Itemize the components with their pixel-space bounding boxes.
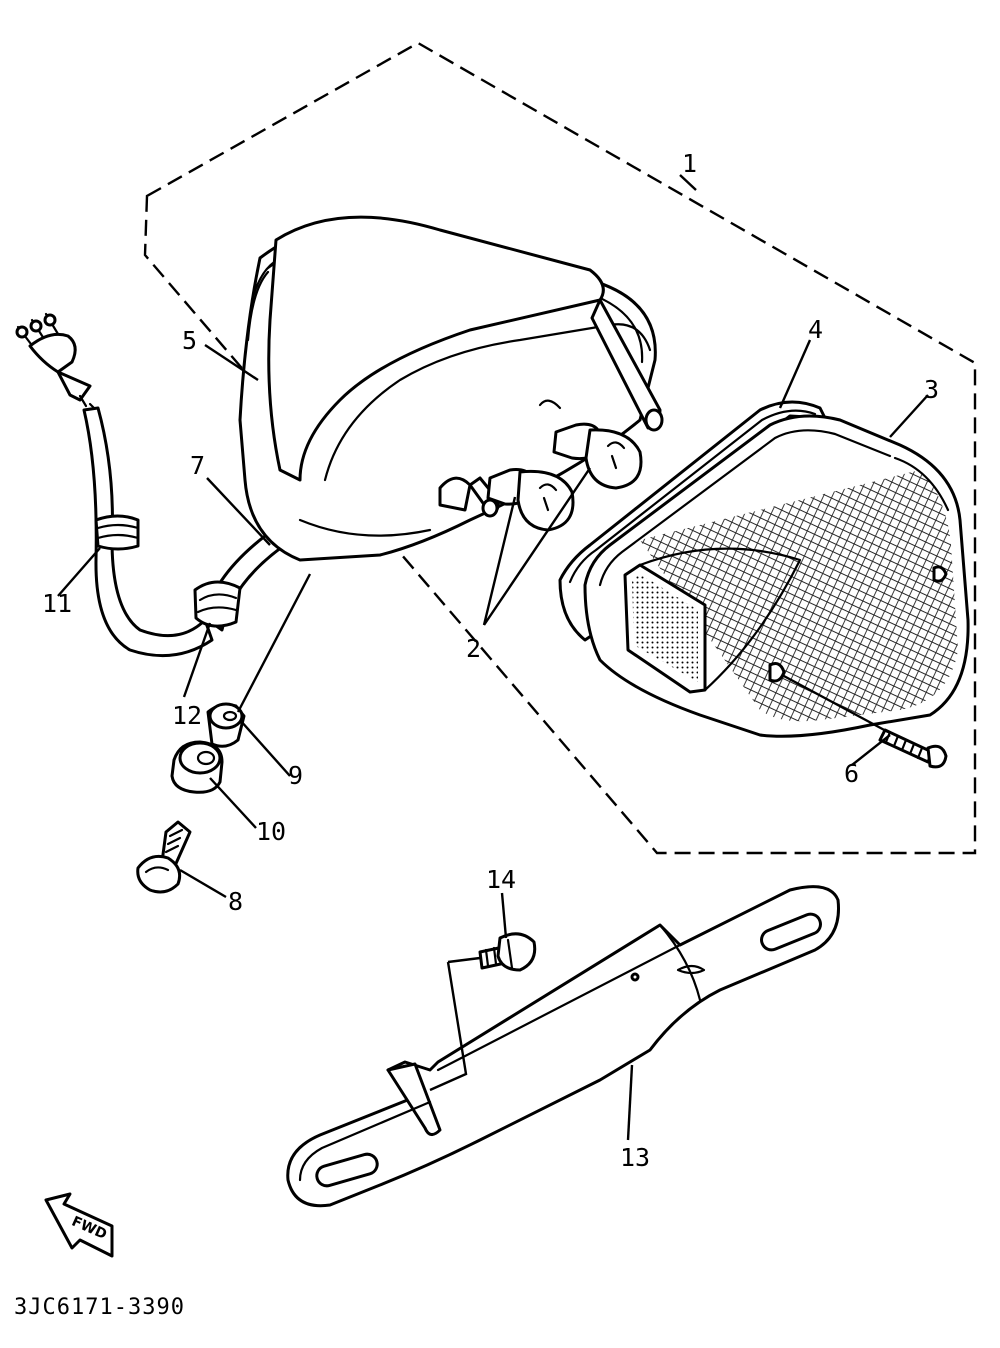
collar <box>206 702 246 748</box>
callout-2: 2 <box>466 634 481 663</box>
leader-lines <box>57 174 929 1141</box>
bracket-screw <box>478 932 537 972</box>
callout-12: 12 <box>172 701 202 730</box>
callout-13: 13 <box>620 1143 650 1172</box>
tail-light-housing <box>238 215 664 562</box>
drawing-code: 3JC6171-3390 <box>14 1295 185 1320</box>
wire-grommet-11 <box>94 514 140 551</box>
callout-9: 9 <box>288 761 303 790</box>
callout-3: 3 <box>924 375 939 404</box>
callout-4: 4 <box>808 315 823 344</box>
callout-8: 8 <box>228 887 243 916</box>
tail-light-lens <box>583 414 970 738</box>
mounting-bolt <box>136 820 192 894</box>
callout-5: 5 <box>182 326 197 355</box>
callout-6: 6 <box>844 759 859 788</box>
callout-14: 14 <box>486 865 516 894</box>
bulb-lower <box>486 468 575 532</box>
callout-11: 11 <box>42 589 72 618</box>
grommet <box>170 740 224 794</box>
wire-grommet-12 <box>193 580 242 628</box>
callout-1: 1 <box>682 149 697 178</box>
license-bracket <box>286 885 841 1208</box>
forward-arrow-icon: FWD <box>44 1192 114 1258</box>
assembly-boundary <box>143 41 977 855</box>
lens-screw <box>878 728 948 769</box>
callout-7: 7 <box>190 451 205 480</box>
bulb-upper <box>552 422 643 490</box>
callout-10: 10 <box>256 817 286 846</box>
